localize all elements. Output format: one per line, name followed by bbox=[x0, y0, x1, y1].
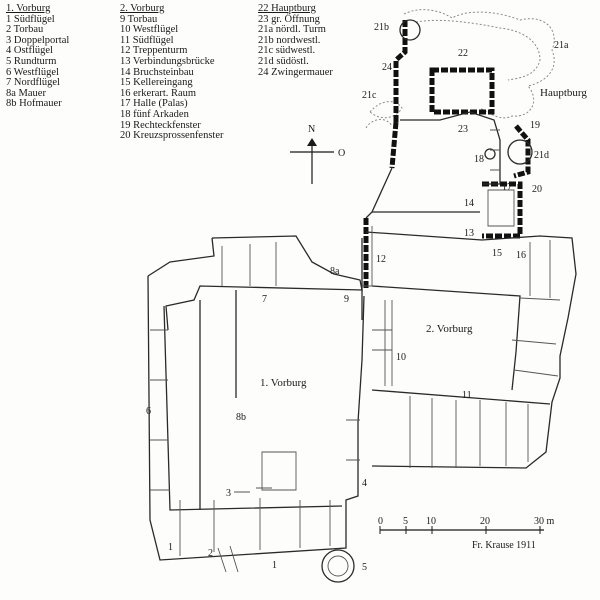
plan-label-1: 1 bbox=[272, 560, 277, 571]
plan-number-labels: 1 1 2 3 4 5 6 7 8a 8b 9 10 11 12 13 14 1… bbox=[146, 22, 569, 573]
plan-label-4: 4 bbox=[362, 478, 367, 489]
legend-item: 7 Nordflügel bbox=[6, 77, 60, 89]
plan-label-17: 17 bbox=[502, 182, 512, 193]
legend-item: 21d südöstl. bbox=[258, 55, 309, 67]
scale-bar: 0 5 10 20 30 m Fr. Krause 1911 bbox=[378, 516, 555, 551]
scale-tick-label: 10 bbox=[426, 516, 436, 527]
scale-tick-label: 5 bbox=[403, 516, 408, 527]
plan-label-8a: 8a bbox=[330, 266, 340, 277]
plan-label-16: 16 bbox=[516, 250, 526, 261]
legend-item: 4 Ostflügel bbox=[6, 45, 53, 57]
legend-item: 21a nördl. Turm bbox=[258, 24, 326, 36]
plan-label-9: 9 bbox=[344, 294, 349, 305]
legend-item: 15 Kellereingang bbox=[120, 77, 193, 89]
legend-vorburg-2: 2. Vorburg 9 Torbau 10 Westflügel 11 Süd… bbox=[120, 3, 224, 142]
plan-label-3: 3 bbox=[226, 488, 231, 499]
legend-item: 12 Treppenturm bbox=[120, 45, 188, 57]
scale-tick-label: 30 m bbox=[534, 516, 555, 527]
plan-label-20: 20 bbox=[532, 184, 542, 195]
plan-label-23: 23 bbox=[458, 124, 468, 135]
plan-label-6: 6 bbox=[146, 406, 151, 417]
legend-item: 2 Torbau bbox=[6, 24, 44, 36]
legend-item: 20 Kreuzsprossenfenster bbox=[120, 130, 224, 142]
plan-label-11: 11 bbox=[462, 390, 472, 401]
legend-item: 8a Mauer bbox=[6, 87, 46, 99]
legend-item: 21c südwestl. bbox=[258, 45, 316, 57]
legend-item: 5 Rundturm bbox=[6, 55, 57, 67]
legend-item: 1 Südflügel bbox=[6, 13, 55, 25]
legend-item: 16 erkerart. Raum bbox=[120, 87, 197, 99]
legend-item: 10 Westflügel bbox=[120, 24, 179, 36]
vorburg-1-walls bbox=[147, 235, 365, 583]
legend-item: 6 Westflügel bbox=[6, 66, 59, 78]
plan-label-10: 10 bbox=[396, 352, 406, 363]
plan-label-21c: 21c bbox=[362, 90, 377, 101]
plan-label-19: 19 bbox=[530, 120, 540, 131]
legend-hauptburg: 22 Hauptburg 23 gr. Öffnung 21a nördl. T… bbox=[258, 3, 333, 78]
compass-east-label: O bbox=[338, 148, 345, 159]
plan-label-21b: 21b bbox=[374, 22, 389, 33]
compass-rose: N O bbox=[290, 124, 345, 184]
plan-label-8b: 8b bbox=[236, 412, 246, 423]
author-credit: Fr. Krause 1911 bbox=[472, 540, 536, 551]
plan-label-22: 22 bbox=[458, 48, 468, 59]
legend-item: 11 Südflügel bbox=[120, 34, 174, 46]
plan-label-21a: 21a bbox=[554, 40, 569, 51]
plan-label-24: 24 bbox=[382, 62, 392, 73]
legend-item: 14 Bruchsteinbau bbox=[120, 66, 194, 78]
plan-label-5: 5 bbox=[362, 562, 367, 573]
legend-heading: 22 Hauptburg bbox=[258, 3, 316, 14]
legend-item: 24 Zwingermauer bbox=[258, 66, 333, 78]
legend-item: 3 Doppelportal bbox=[6, 34, 70, 46]
compass-north-label: N bbox=[308, 124, 315, 135]
plan-label-15: 15 bbox=[492, 248, 502, 259]
plan-label-18: 18 bbox=[474, 154, 484, 165]
legend-item: 8b Hofmauer bbox=[6, 98, 62, 110]
plan-label-12: 12 bbox=[376, 254, 386, 265]
legend-item: 19 Rechteckfenster bbox=[120, 119, 201, 131]
legend-heading: 1. Vorburg bbox=[6, 3, 51, 14]
legend-item: 9 Torbau bbox=[120, 13, 158, 25]
scale-tick-label: 20 bbox=[480, 516, 490, 527]
legend-vorburg-1: 1. Vorburg 1 Südflügel 2 Torbau 3 Doppel… bbox=[6, 3, 70, 110]
legend-item: 18 fünf Arkaden bbox=[120, 108, 189, 120]
legend-item: 21b nordwestl. bbox=[258, 34, 321, 46]
area-label-hauptburg: Hauptburg bbox=[540, 87, 587, 99]
vorburg-2-walls bbox=[361, 226, 577, 469]
plan-label-14: 14 bbox=[464, 198, 474, 209]
plan-label-21d: 21d bbox=[534, 150, 549, 161]
legend-item: 17 Halle (Palas) bbox=[120, 98, 188, 110]
plan-label-13: 13 bbox=[464, 228, 474, 239]
area-label-vorburg-2: 2. Vorburg bbox=[426, 323, 473, 335]
hauptburg-walls bbox=[363, 19, 533, 290]
plan-label-7: 7 bbox=[262, 294, 267, 305]
legend-item: 23 gr. Öffnung bbox=[258, 13, 320, 25]
rock-outcrop bbox=[365, 9, 555, 129]
plan-label-2: 2 bbox=[208, 548, 213, 559]
scale-tick-label: 0 bbox=[378, 516, 383, 527]
plan-label-1: 1 bbox=[168, 542, 173, 553]
legend-item: 13 Verbindungsbrücke bbox=[120, 55, 215, 67]
area-label-vorburg-1: 1. Vorburg bbox=[260, 377, 307, 389]
legend-heading: 2. Vorburg bbox=[120, 3, 165, 14]
